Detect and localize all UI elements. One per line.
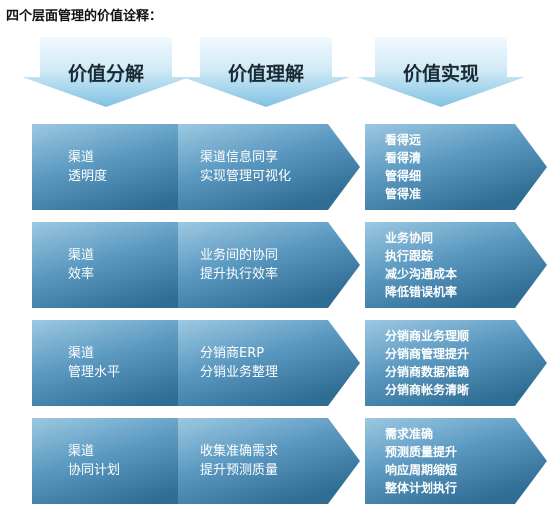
row-item: 分销商管理提升 <box>385 347 470 361</box>
row3-mid-chevron: 分销商ERP 分销业务整理 <box>178 320 360 406</box>
row-item: 管得准 <box>385 187 422 201</box>
row-item: 整体计划执行 <box>385 481 458 495</box>
row-text: 提升预测质量 <box>200 463 279 478</box>
header-label: 价值理解 <box>227 63 304 85</box>
row3-left-chevron: 渠道 管理水平 <box>32 320 214 406</box>
row1-right-chevron: 看得远 看得清 管得细 管得准 <box>365 124 547 210</box>
row-item: 需求准确 <box>385 427 434 441</box>
row-item: 预测质量提升 <box>385 445 458 459</box>
row4-left-chevron: 渠道 协同计划 <box>32 418 214 504</box>
row-label: 协同计划 <box>68 463 121 478</box>
row2-right-chevron: 业务协同 执行跟踪 减少沟通成本 降低错误机率 <box>365 222 547 308</box>
row4-right-chevron: 需求准确 预测质量提升 响应周期缩短 整体计划执行 <box>365 418 547 504</box>
row-item: 管得细 <box>385 169 422 183</box>
row-text: 收集准确需求 <box>200 444 279 459</box>
row2-left-chevron: 渠道 效率 <box>32 222 214 308</box>
row-text: 渠道信息同享 <box>200 150 279 165</box>
down-arrow-icon <box>182 37 350 107</box>
row-text: 实现管理可视化 <box>200 169 292 184</box>
down-arrow-icon <box>22 37 190 107</box>
row-item: 分销商数据准确 <box>385 365 470 379</box>
row2-mid-chevron: 业务间的协同 提升执行效率 <box>178 222 360 308</box>
row1-left-chevron: 渠道 透明度 <box>32 124 214 210</box>
row-text: 业务间的协同 <box>200 248 279 263</box>
row-item: 看得清 <box>385 151 422 165</box>
header-arrow-value-decomposition: 价值分解 <box>22 37 190 107</box>
header-arrow-value-realization: 价值实现 <box>357 37 525 107</box>
row1-mid-chevron: 渠道信息同享 实现管理可视化 <box>178 124 360 210</box>
row-label: 渠道 <box>68 444 95 459</box>
row-label: 渠道 <box>68 346 95 361</box>
header-label: 价值分解 <box>67 63 144 85</box>
down-arrow-icon <box>357 37 525 107</box>
row-item: 业务协同 <box>385 231 434 245</box>
row-item: 响应周期缩短 <box>385 463 458 477</box>
page-title: 四个层面管理的价值诠释： <box>6 9 163 24</box>
row-text: 分销商ERP <box>200 346 265 361</box>
row-label: 效率 <box>68 267 95 282</box>
row-label: 管理水平 <box>68 365 121 380</box>
header-label: 价值实现 <box>402 63 479 85</box>
row-text: 提升执行效率 <box>200 267 279 282</box>
header-arrow-value-understanding: 价值理解 <box>182 37 350 107</box>
row-item: 减少沟通成本 <box>385 267 458 281</box>
row-label: 渠道 <box>68 150 95 165</box>
row-label: 透明度 <box>68 169 108 184</box>
row-item: 降低错误机率 <box>385 285 458 299</box>
row-item: 分销商帐务清晰 <box>385 383 470 397</box>
row-text: 分销业务整理 <box>200 365 279 380</box>
row3-right-chevron: 分销商业务理顺 分销商管理提升 分销商数据准确 分销商帐务清晰 <box>365 320 547 406</box>
row-item: 分销商业务理顺 <box>385 329 470 343</box>
row-item: 看得远 <box>385 133 422 147</box>
row4-mid-chevron: 收集准确需求 提升预测质量 <box>178 418 360 504</box>
row-label: 渠道 <box>68 248 95 263</box>
row-item: 执行跟踪 <box>385 249 434 263</box>
